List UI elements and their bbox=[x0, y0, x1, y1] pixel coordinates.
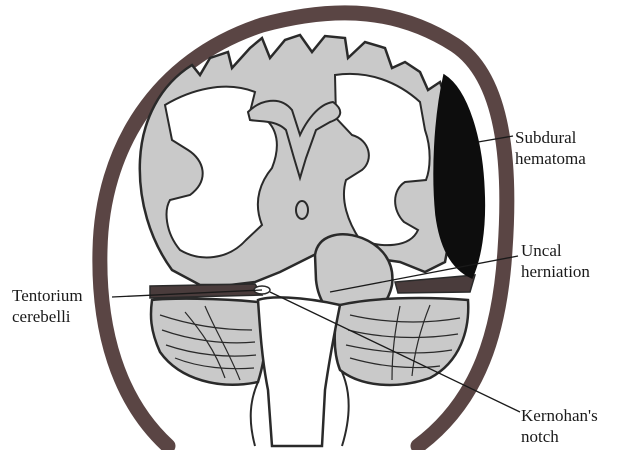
label-tentorium-cerebelli: Tentorium cerebelli bbox=[12, 285, 83, 327]
spinal-cord-left bbox=[251, 382, 258, 446]
third-ventricle bbox=[296, 201, 308, 219]
cerebellum-right bbox=[335, 298, 469, 385]
spinal-cord-right bbox=[342, 372, 349, 446]
label-kernohan-line2: notch bbox=[521, 426, 598, 447]
label-tentorium-line2: cerebelli bbox=[12, 306, 83, 327]
label-kernohan-line1: Kernohan's bbox=[521, 405, 598, 426]
label-tentorium-line1: Tentorium bbox=[12, 285, 83, 306]
label-uncal-line2: herniation bbox=[521, 261, 590, 282]
label-subdural-line1: Subdural bbox=[515, 127, 586, 148]
label-subdural-line2: hematoma bbox=[515, 148, 586, 169]
cerebellum-left bbox=[151, 299, 266, 385]
label-kernohans-notch: Kernohan's notch bbox=[521, 405, 598, 447]
label-uncal-herniation: Uncal herniation bbox=[521, 240, 590, 282]
label-subdural-hematoma: Subdural hematoma bbox=[515, 127, 586, 169]
label-uncal-line1: Uncal bbox=[521, 240, 590, 261]
